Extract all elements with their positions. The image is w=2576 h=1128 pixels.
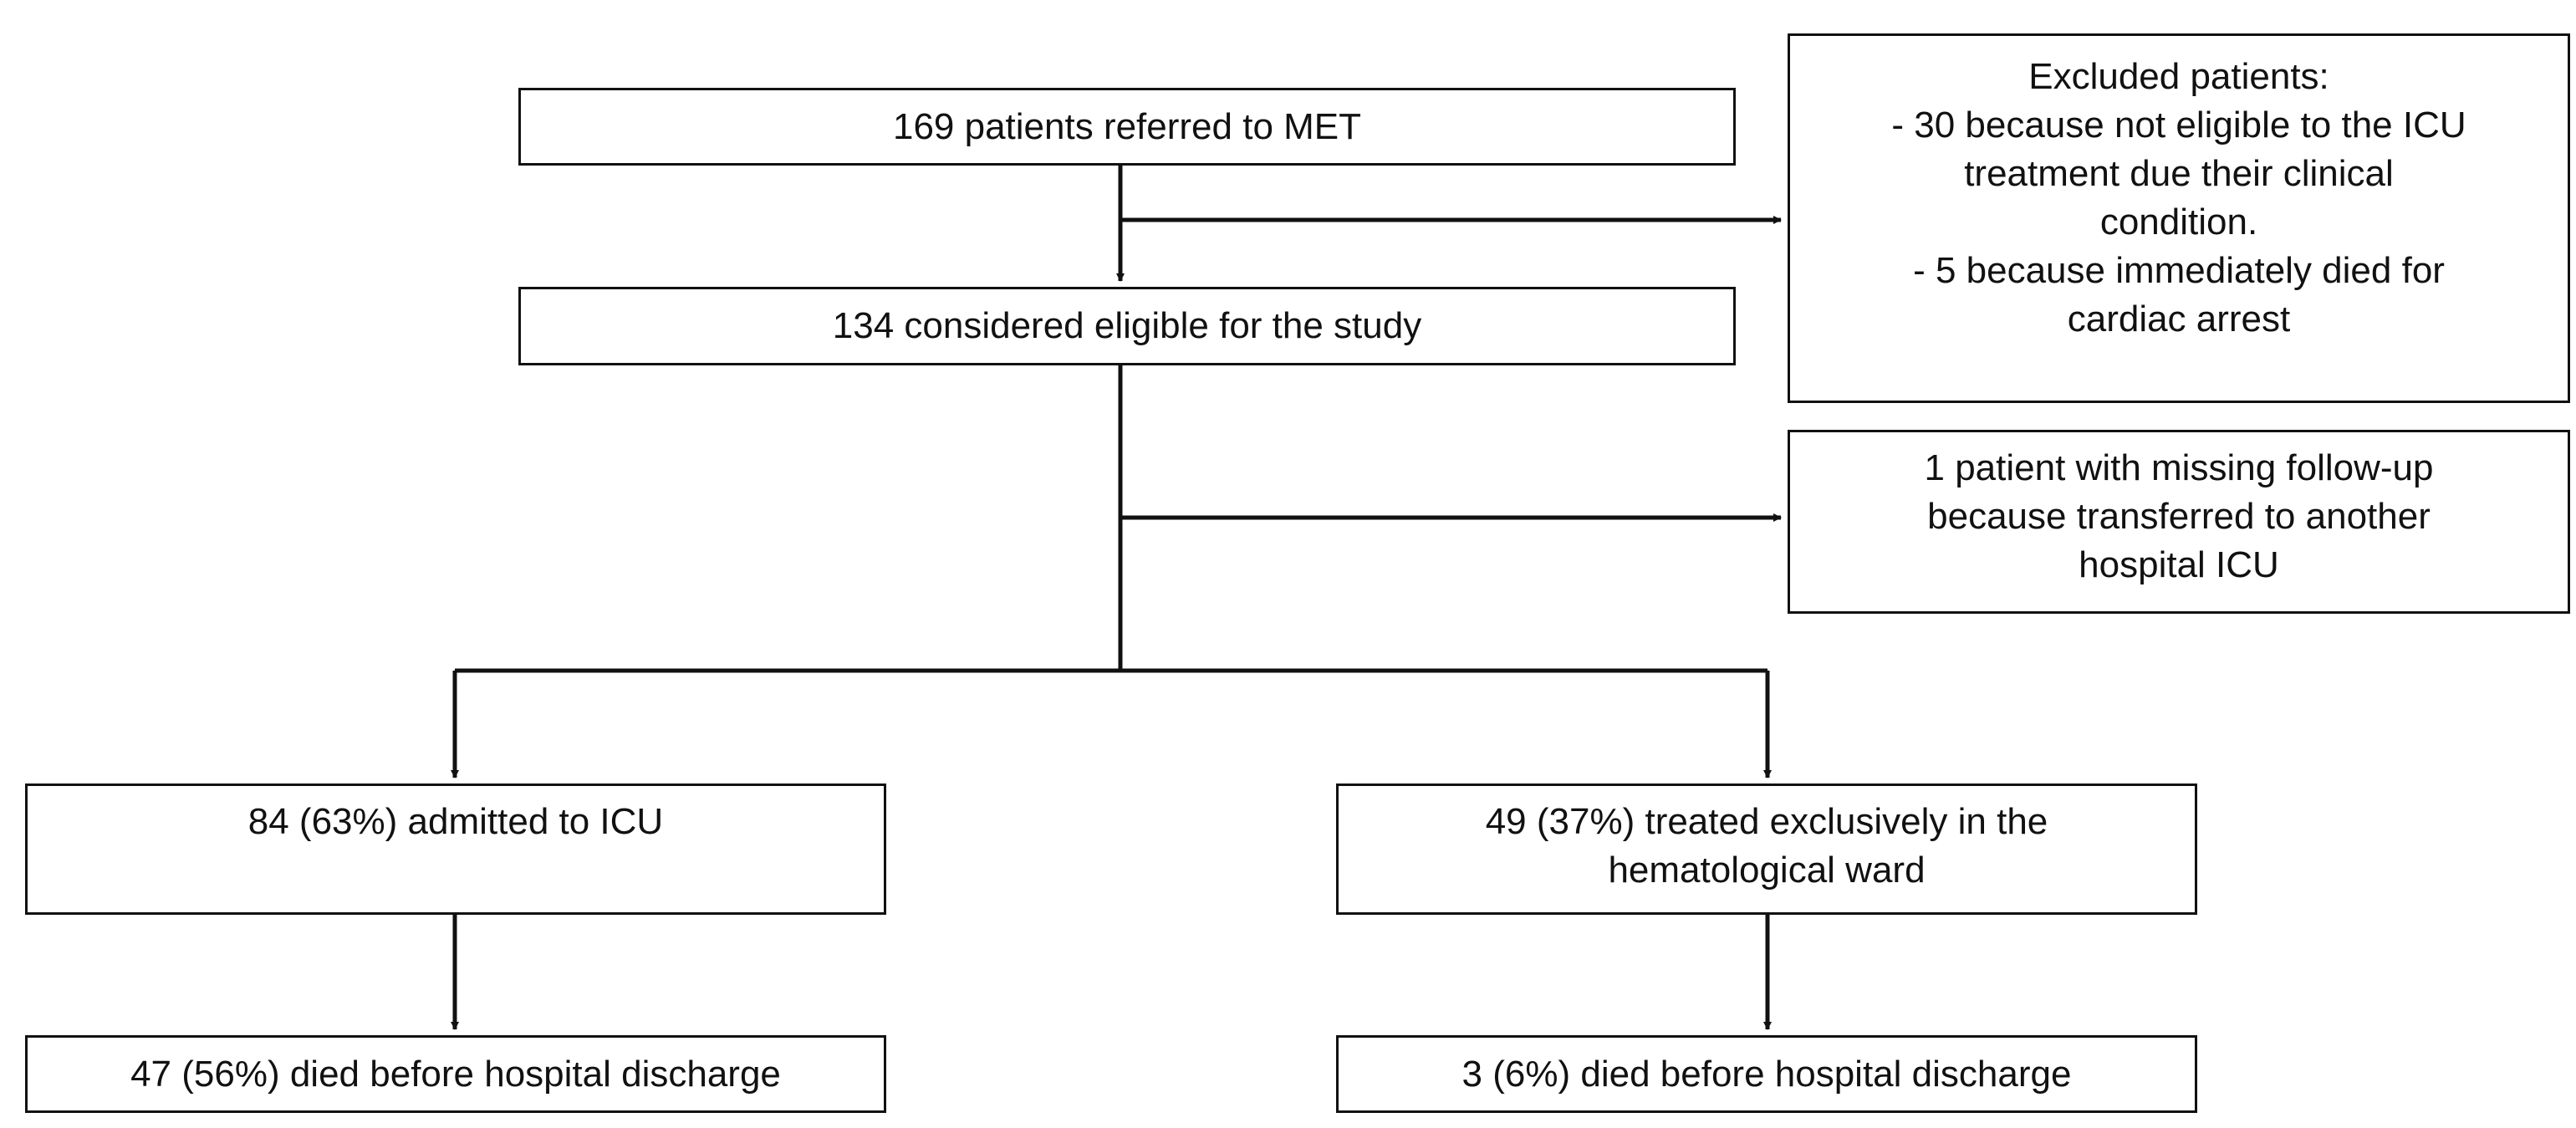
excluded-line-6: cardiac arrest — [2067, 299, 2291, 339]
excluded-line-5: - 5 because immediately died for — [1913, 250, 2445, 291]
icu-admitted-text: 84 (63%) admitted to ICU — [247, 801, 664, 842]
excluded-line-3: treatment due their clinical — [1964, 153, 2394, 194]
eligible-text: 134 considered eligible for the study — [832, 305, 1422, 346]
missing-followup-box: 1 patient with missing follow-up because… — [1788, 430, 2570, 614]
excluded-line-2: - 30 because not eligible to the ICU — [1891, 105, 2466, 145]
excluded-box: Excluded patients: - 30 because not elig… — [1788, 33, 2570, 403]
icu-died-box: 47 (56%) died before hospital discharge — [25, 1035, 886, 1113]
referred-text: 169 patients referred to MET — [892, 105, 1362, 147]
ward-treated-box: 49 (37%) treated exclusively in the hema… — [1336, 783, 2197, 915]
ward-died-text: 3 (6%) died before hospital discharge — [1461, 1053, 2072, 1095]
missing-followup-line-2: because transferred to another — [1927, 496, 2431, 537]
excluded-line-4: condition. — [2099, 202, 2258, 242]
icu-died-text: 47 (56%) died before hospital discharge — [130, 1053, 781, 1095]
referred-box: 169 patients referred to MET — [518, 88, 1736, 166]
missing-followup-line-3: hospital ICU — [2079, 544, 2279, 585]
excluded-line-1: Excluded patients: — [2028, 56, 2329, 97]
ward-treated-line-2: hematological ward — [1608, 850, 1926, 891]
ward-treated-line-1: 49 (37%) treated exclusively in the — [1485, 801, 2048, 842]
eligible-box: 134 considered eligible for the study — [518, 287, 1736, 365]
missing-followup-line-1: 1 patient with missing follow-up — [1924, 447, 2434, 488]
ward-died-box: 3 (6%) died before hospital discharge — [1336, 1035, 2197, 1113]
icu-admitted-box: 84 (63%) admitted to ICU — [25, 783, 886, 915]
